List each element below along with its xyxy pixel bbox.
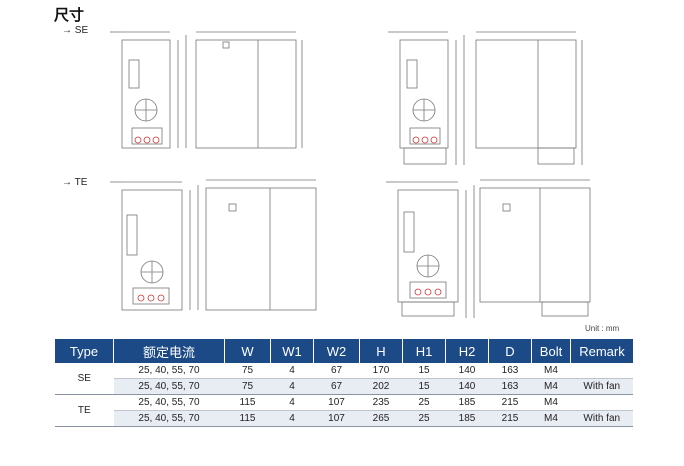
te-label: → TE (62, 177, 88, 188)
col-type: Type (55, 339, 114, 363)
table-cell: 25, 40, 55, 70 (113, 394, 225, 411)
table-cell: 115 (224, 410, 271, 427)
table-cell: 163 (488, 363, 532, 379)
te-front-view-fan (386, 181, 475, 318)
page-title: 尺寸 (54, 6, 85, 24)
table-cell: With fan (570, 378, 633, 395)
table-cell: M4 (531, 378, 571, 395)
type-cell: TE (55, 394, 114, 427)
table-cell: 25, 40, 55, 70 (113, 378, 225, 395)
col-d: D (488, 339, 532, 363)
col-h2: H2 (445, 339, 489, 363)
table-cell: 215 (488, 394, 532, 411)
table-row: 25, 40, 55, 70 115 4 107 265 25 185 215 … (55, 410, 633, 427)
table-cell: 15 (402, 378, 446, 395)
table-cell: 25 (402, 394, 446, 411)
col-w: W (224, 339, 271, 363)
se-side-view (195, 31, 303, 149)
col-remark: Remark (570, 339, 633, 363)
table-cell: M4 (531, 394, 571, 411)
table-cell: M4 (531, 363, 571, 379)
se-front-view-fan (388, 31, 465, 165)
col-h1: H1 (402, 339, 446, 363)
table-cell: 235 (359, 394, 403, 411)
table-cell: 202 (359, 378, 403, 395)
table-cell: 140 (445, 363, 489, 379)
se-front-view (110, 31, 187, 149)
table-cell (570, 394, 633, 411)
dimension-table: Type 额定电流 W W1 W2 H H1 H2 D Bolt Remark … (55, 339, 633, 427)
table-cell: 25 (402, 410, 446, 427)
table-cell: 163 (488, 378, 532, 395)
table-cell: 4 (270, 378, 314, 395)
table-cell: 107 (313, 394, 360, 411)
table-cell: 140 (445, 378, 489, 395)
col-h: H (359, 339, 403, 363)
table-cell: 75 (224, 378, 271, 395)
type-cell: SE (55, 363, 114, 395)
se-label: → SE (62, 25, 89, 36)
table-cell: 67 (313, 363, 360, 379)
table-cell: 215 (488, 410, 532, 427)
table-row: TE 25, 40, 55, 70 115 4 107 235 25 185 2… (55, 394, 633, 427)
table-cell: 25, 40, 55, 70 (113, 410, 225, 427)
table-cell: 185 (445, 394, 489, 411)
col-w1: W1 (270, 339, 314, 363)
table-cell: 67 (313, 378, 360, 395)
te-side-view (205, 179, 317, 311)
dimension-drawings (110, 31, 591, 318)
table-row: 25, 40, 55, 70 75 4 67 202 15 140 163 M4… (55, 378, 633, 395)
table-cell: 185 (445, 410, 489, 427)
table-cell: 75 (224, 363, 271, 379)
table-cell: 265 (359, 410, 403, 427)
table-cell: 115 (224, 394, 271, 411)
table-cell: 15 (402, 363, 446, 379)
table-cell: 170 (359, 363, 403, 379)
te-front-view (110, 181, 199, 311)
table-cell: With fan (570, 410, 633, 427)
table-cell: 25, 40, 55, 70 (113, 363, 225, 379)
table-cell: 107 (313, 410, 360, 427)
table-cell: 4 (270, 410, 314, 427)
table-row: SE 25, 40, 55, 70 75 4 67 170 15 140 163… (55, 363, 633, 395)
te-side-view-fan (479, 179, 591, 317)
col-w2: W2 (313, 339, 360, 363)
col-bolt: Bolt (531, 339, 571, 363)
col-rated-current: 额定电流 (113, 339, 225, 363)
table-cell: M4 (531, 410, 571, 427)
table-cell (570, 363, 633, 379)
table-cell: 4 (270, 394, 314, 411)
unit-note: Unit : mm (585, 324, 620, 333)
table-cell: 4 (270, 363, 314, 379)
se-side-view-fan (475, 31, 583, 165)
